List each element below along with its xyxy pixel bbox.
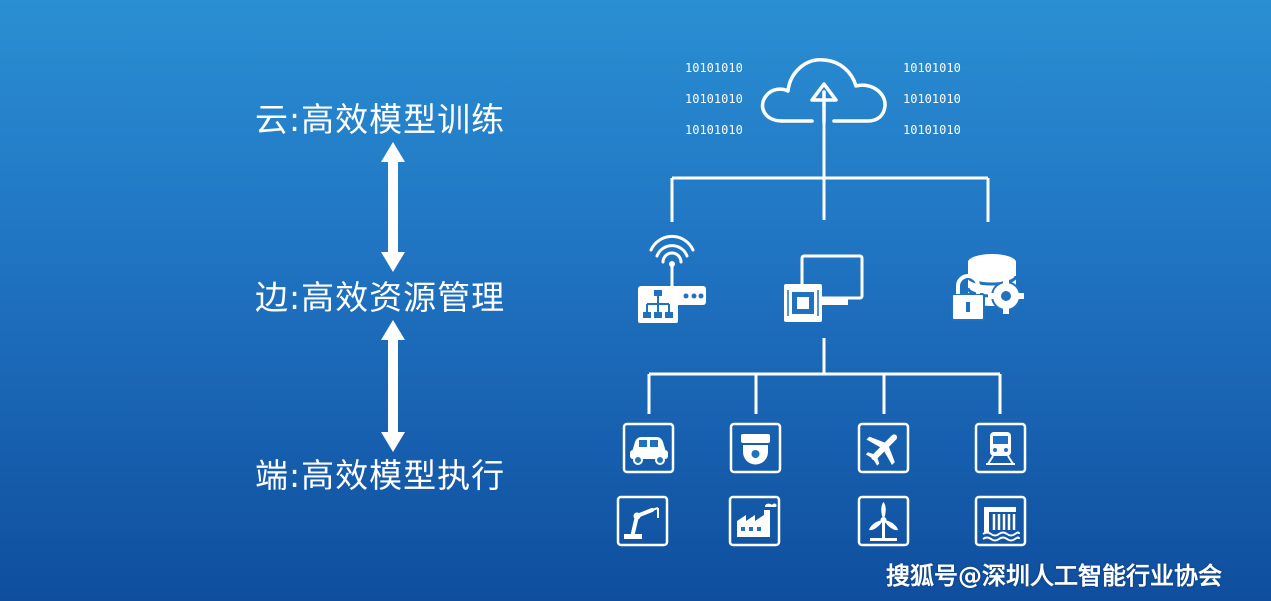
binary-text: 10101010	[903, 61, 961, 75]
binary-text: 10101010	[685, 123, 743, 137]
edge-tier-label: 边:高效资源管理	[255, 278, 506, 317]
wifi-router-icon	[638, 234, 706, 323]
robot-arm-icon	[616, 495, 669, 547]
airplane-icon	[857, 422, 910, 474]
wind-turbine-icon	[857, 495, 910, 547]
binary-text: 10101010	[685, 92, 743, 106]
binary-text: 10101010	[903, 123, 961, 137]
end-tier-label: 端:高效模型执行	[255, 456, 506, 495]
dam-icon	[974, 495, 1027, 547]
factory-icon	[728, 495, 781, 547]
binary-stream-left: 10101010 10101010 10101010	[685, 61, 743, 137]
connector-lines	[647, 100, 1002, 414]
cloud-tier-label: 云:高效模型训练	[255, 100, 506, 139]
security-camera-icon	[729, 422, 782, 474]
binary-stream-right: 10101010 10101010 10101010	[903, 61, 961, 137]
binary-text: 10101010	[903, 92, 961, 106]
binary-text: 10101010	[685, 61, 743, 75]
chip-monitor-icon	[784, 254, 864, 322]
train-icon	[974, 422, 1027, 474]
database-lock-gear-icon	[951, 254, 1024, 321]
watermark-text: 搜狐号@深圳人工智能行业协会	[886, 562, 1222, 590]
double-arrow-edge-end	[381, 320, 405, 452]
car-icon	[622, 422, 675, 474]
double-arrow-cloud-edge	[381, 142, 405, 272]
